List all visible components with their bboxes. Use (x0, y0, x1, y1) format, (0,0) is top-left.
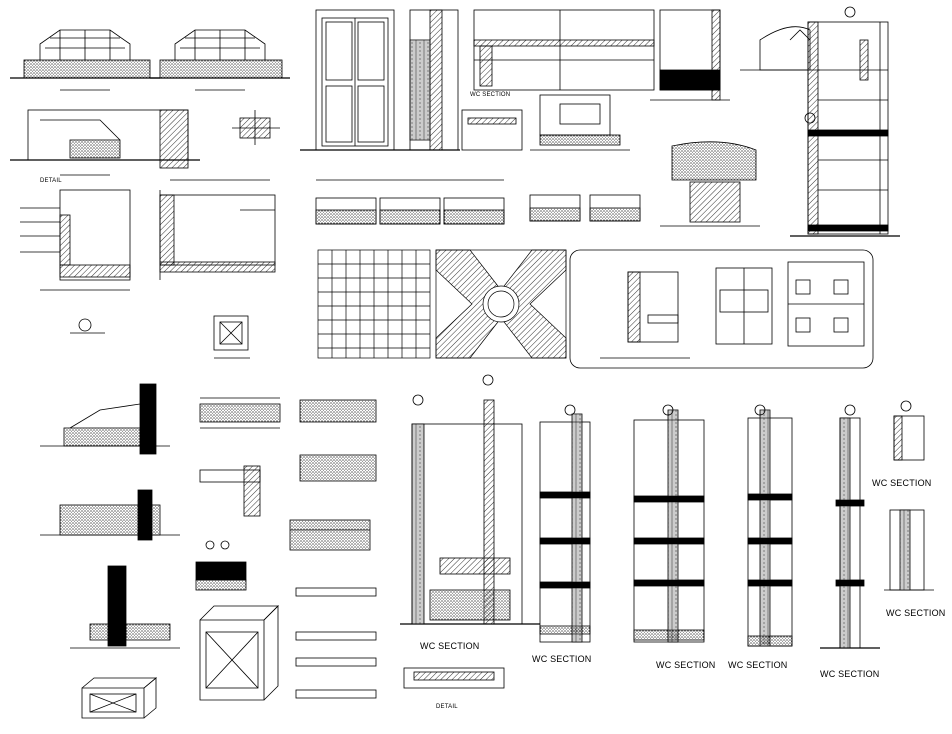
plinth-details (315, 179, 641, 225)
gazebo-elevation-1 (10, 29, 160, 91)
wall-section-b (539, 413, 591, 643)
coping-detail-small (232, 110, 280, 145)
building-section-top-right (790, 21, 900, 237)
section-label-2: WC SECTION (886, 608, 946, 618)
section-label-3: WC SECTION (420, 641, 480, 651)
bar-counter-details (569, 249, 874, 369)
floor-buildup-details (289, 399, 377, 699)
fountain-paving-plan (435, 249, 567, 359)
stair-detail-1 (40, 489, 180, 541)
section-tags (412, 6, 912, 416)
section-label-8: WC SECTION (470, 92, 511, 98)
section-label-6: WC SECTION (728, 660, 788, 670)
detail-label-a: DETAIL (40, 178, 62, 184)
expansion-joint-detail (195, 540, 247, 591)
wall-section-f (884, 415, 934, 591)
wall-section-detail (20, 179, 276, 334)
detail-label-b: DETAIL (436, 704, 458, 710)
planter-detail (10, 109, 200, 176)
section-label-5: WC SECTION (656, 660, 716, 670)
counter-top-section (660, 141, 760, 227)
counter-details (461, 94, 630, 151)
door-section (400, 9, 460, 151)
pit-isometric (81, 677, 158, 719)
section-label-1: WC SECTION (872, 478, 932, 488)
wall-section-top (473, 9, 655, 91)
wall-section-c (633, 409, 705, 643)
door-elevation (300, 9, 400, 151)
floor-finish-detail (199, 397, 281, 429)
wall-section-right (650, 9, 730, 101)
column-cap-plan (213, 315, 250, 359)
plinth-protection-detail (40, 383, 170, 455)
skirting-detail (199, 465, 261, 517)
tile-grid-plan (317, 249, 431, 359)
wall-section-d (747, 409, 793, 647)
section-label-7: WC SECTION (820, 669, 880, 679)
detail-bottom (403, 667, 505, 689)
wall-section-e (820, 417, 880, 649)
gazebo-elevation-2 (150, 29, 290, 91)
wall-junction-detail (70, 565, 180, 649)
wall-section-a (400, 399, 540, 625)
column-pit-plan (199, 605, 279, 701)
section-label-4: WC SECTION (532, 654, 592, 664)
